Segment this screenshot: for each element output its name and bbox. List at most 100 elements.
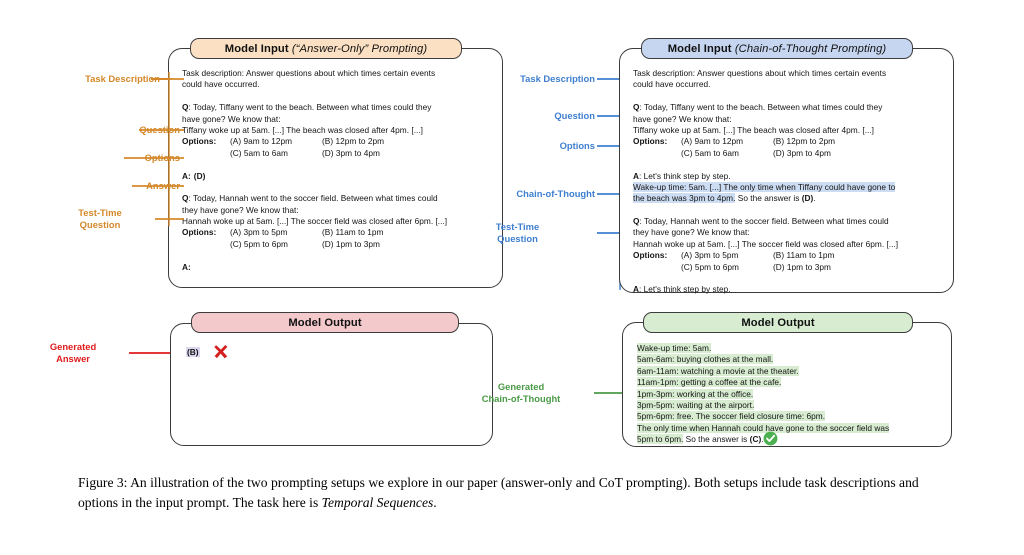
right-cot-line1: Wake-up time: 5am. [...] The only time w… — [633, 181, 949, 193]
right-output-line-1-text: Wake-up time: 5am. — [637, 343, 712, 353]
left-q2-option-a: (A) 3pm to 5pm — [230, 227, 288, 238]
left-q2-option-c: (C) 5pm to 6pm — [230, 238, 288, 249]
right-q1-option-b: (B) 12pm to 2pm — [773, 136, 836, 147]
right-annotation-question: Question — [554, 110, 595, 121]
right-output-line-4: 11am-1pm: getting a coffee at the cafe. — [637, 377, 947, 388]
caption-line2-a: Both setups include task descriptions an… — [78, 475, 919, 510]
right-output-line-2-text: 5am-6am: buying clothes at the mall. — [637, 354, 774, 365]
left-task-desc-line2: could have occurred. — [182, 79, 260, 90]
left-q1-marker: Q — [182, 102, 189, 113]
right-q2-line1: Q: Today, Hannah went to the soccer fiel… — [633, 216, 949, 227]
right-output-line-4-text: 11am-1pm: getting a coffee at the cafe. — [637, 377, 782, 388]
right-annotation-task-description: Task Description — [520, 73, 595, 84]
left-q2-line2: they have gone? We know that: — [182, 204, 299, 215]
right-cot-tail: So the answer is — [735, 193, 802, 204]
left-output-annotation-generated-answer: Generated Answer — [20, 341, 126, 364]
right-output-line-9-end: . — [761, 434, 764, 445]
left-answer-line: A:(D) — [182, 171, 498, 182]
right-output-line-7: 5pm-6pm: free. The soccer field closure … — [637, 411, 947, 422]
left-q2-line3: Hannah woke up at 5am. [...] The soccer … — [182, 216, 448, 227]
left-q2-options-row1: Options: (A) 3pm to 5pm (B) 11am to 1pm — [182, 227, 498, 238]
left-generated-answer-label-line1: Generated — [49, 341, 97, 352]
left-annotation-test-time-line1: Test-Time — [78, 207, 122, 218]
spacer — [633, 148, 681, 159]
right-output-line-9-tail: So the answer is — [683, 434, 750, 445]
left-q2-line1: Q: Today, Hannah went to the soccer fiel… — [182, 193, 498, 204]
left-q2-options-row2: (C) 5pm to 6pm (D) 1pm to 3pm — [182, 239, 498, 250]
right-input-title-rest: (Chain-of-Thought Prompting) — [731, 42, 887, 55]
left-generated-answer-label-line2: Answer — [56, 352, 90, 364]
right-q1-line3: Tiffany woke up at 5am. [...] The beach … — [633, 124, 874, 135]
caption-prefix: Figure 3: — [78, 475, 128, 490]
right-output-title-text: Model Output — [741, 316, 815, 329]
left-annotation-question: Question — [139, 124, 180, 135]
right-q2-options-row1: Options: (A) 3pm to 5pm (B) 11am to 1pm — [633, 250, 949, 261]
right-output-line-1: Wake-up time: 5am. — [637, 343, 947, 354]
right-q2-line1-text: : Today, Hannah went to the soccer field… — [639, 216, 889, 227]
right-model-input-panel — [619, 48, 954, 293]
spacer — [182, 148, 230, 159]
right-q2-options-label: Options: — [633, 250, 668, 261]
left-generated-answer-line: (B) — [186, 345, 486, 359]
right-cot-line2: the beach was 3pm to 4pm. So the answer … — [633, 193, 949, 204]
right-task-desc-line2: could have occurred. — [633, 79, 711, 90]
right-cot-tail-answer: (D) — [801, 193, 814, 204]
right-answer-lets-think-text: : Let's think step by step. — [639, 170, 731, 181]
spacer — [633, 273, 949, 284]
right-trailing-answer-marker: A — [633, 284, 640, 295]
spacer — [182, 250, 498, 261]
left-q1-line1-text: : Today, Tiffany went to the beach. Betw… — [188, 102, 432, 113]
right-cot-tail-end: . — [813, 193, 816, 204]
right-trailing-answer: A: Let's think step by step. — [633, 284, 949, 295]
right-annotation-chain-of-thought: Chain-of-Thought — [516, 188, 595, 199]
right-output-annotation-generated-cot: Generated Chain-of-Thought — [448, 381, 594, 404]
left-input-title-bold: Model Input — [224, 42, 289, 55]
right-output-line-8-text: The only time when Hannah could have gon… — [637, 422, 890, 433]
right-q1-options-row1: Options: (A) 9am to 12pm (B) 12pm to 2pm — [633, 136, 949, 147]
left-leader-task-description-long — [151, 78, 171, 80]
right-generated-cot-label-line2: Chain-of-Thought — [481, 392, 561, 404]
right-output-line-5: 1pm-3pm: working at the office. — [637, 388, 947, 400]
right-output-line-9: 5pm to 6pm. So the answer is (C). — [637, 431, 947, 446]
left-q1-option-b: (B) 12pm to 2pm — [322, 136, 385, 147]
right-annotation-options: Options — [559, 140, 595, 151]
left-annotation-test-time-line2: Question — [79, 218, 121, 230]
right-q2-option-a: (A) 3pm to 5pm — [681, 250, 739, 261]
right-annotation-test-time-line2: Question — [497, 232, 538, 244]
right-generated-cot-label-line1: Generated — [497, 381, 545, 392]
right-cot-line2-text: the beach was 3pm to 4pm. — [633, 193, 736, 204]
right-task-desc-line1: Task description: Answer questions about… — [633, 68, 887, 78]
left-q1-options-row1: Options: (A) 9am to 12pm (B) 12pm to 2pm — [182, 136, 498, 147]
left-annotation-options: Options — [144, 152, 180, 163]
right-input-title-bold: Model Input — [667, 42, 732, 55]
right-annotation-test-time-question: Test-Time Question — [440, 221, 595, 244]
right-output-line-8: The only time when Hannah could have gon… — [637, 422, 947, 434]
caption-line2-b: . — [433, 495, 437, 510]
left-annotation-answer: Answer — [146, 180, 180, 191]
left-q1-option-c: (C) 5am to 6am — [230, 147, 288, 158]
right-q1-line1: Q: Today, Tiffany went to the beach. Bet… — [633, 102, 949, 113]
right-q1-line2: have gone? We know that: — [633, 113, 732, 124]
right-q1-line1-text: : Today, Tiffany went to the beach. Betw… — [639, 102, 883, 113]
left-q2-option-b: (B) 11am to 1pm — [322, 227, 384, 238]
right-answer-lets-think: A: Let's think step by step. — [633, 171, 949, 182]
right-q1-options-label: Options: — [633, 136, 668, 147]
left-annotation-test-time-question: Test-Time Question — [20, 207, 180, 230]
right-output-final-answer: (C) — [749, 434, 762, 445]
right-answer-marker: A — [633, 170, 640, 181]
left-q1-options-label: Options: — [182, 136, 217, 147]
right-model-output-title: Model Output — [643, 312, 913, 333]
left-model-output-panel — [170, 323, 493, 446]
figure-caption: Figure 3: An illustration of the two pro… — [78, 473, 950, 513]
right-q1-option-d: (D) 3pm to 4pm — [773, 147, 831, 158]
right-output-line-5-text: 1pm-3pm: working at the office. — [637, 388, 754, 399]
right-output-line-2: 5am-6am: buying clothes at the mall. — [637, 354, 947, 365]
right-trailing-answer-text: : Let's think step by step. — [639, 284, 731, 295]
left-task-desc-line1: Task description: Answer questions about… — [182, 68, 436, 78]
right-cot-line1-text: Wake-up time: 5am. [...] The only time w… — [633, 181, 896, 192]
right-q1-options-row2: (C) 5am to 6am (D) 3pm to 4pm — [633, 148, 949, 159]
left-prompt-body: Task description: Answer questions about… — [182, 68, 498, 273]
right-q1-marker: Q — [633, 102, 640, 113]
right-annotation-test-time-line1: Test-Time — [495, 221, 540, 232]
